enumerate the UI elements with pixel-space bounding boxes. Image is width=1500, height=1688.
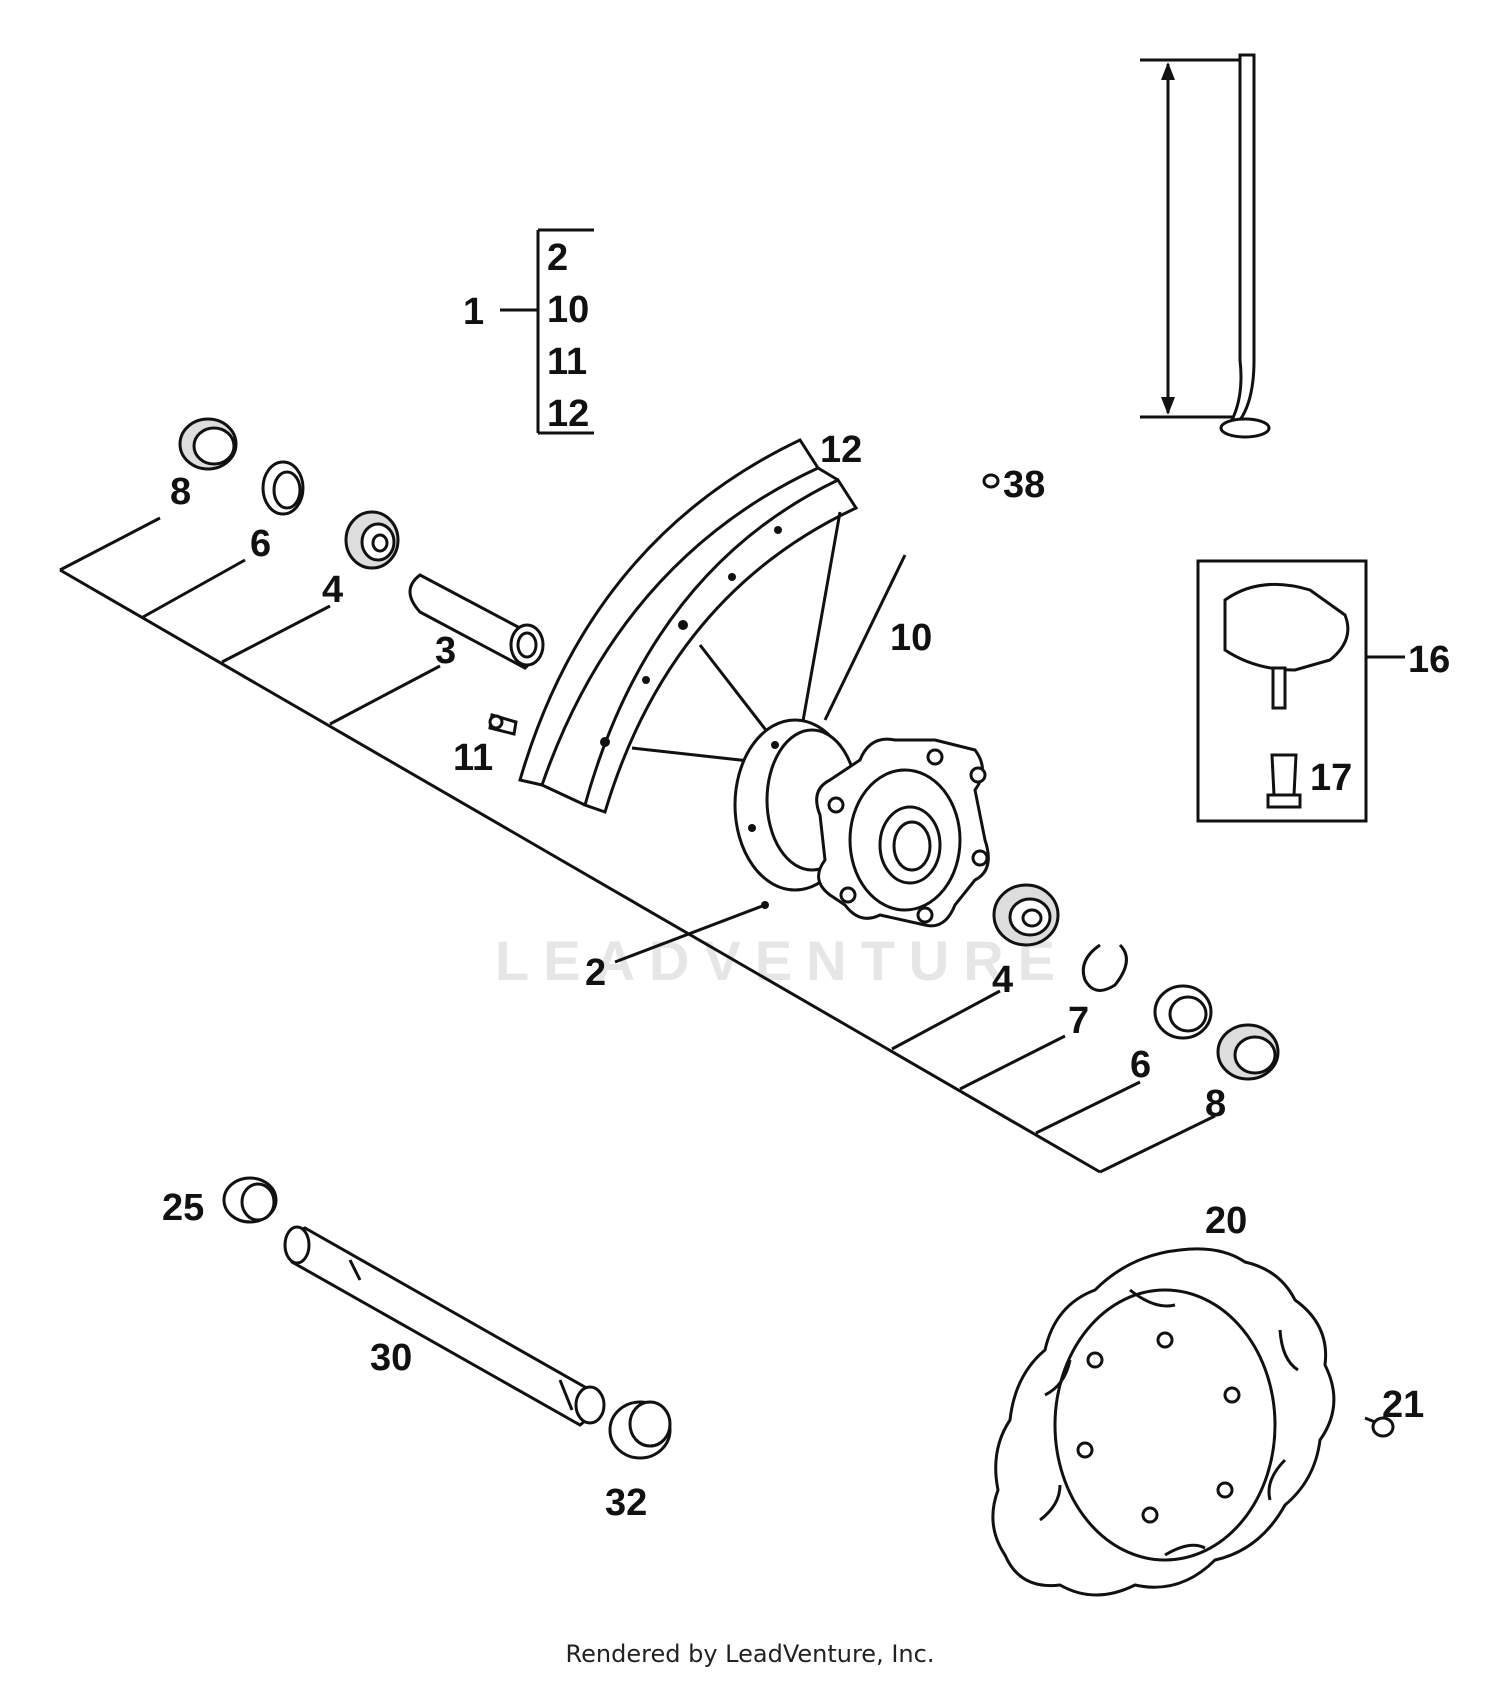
part-7-circlip [1081, 943, 1128, 992]
callout-4-right: 4 [992, 959, 1013, 1001]
callout-21: 21 [1382, 1384, 1424, 1426]
group-item-12: 12 [547, 393, 589, 435]
part-30-axle [283, 1225, 606, 1427]
part-4-right-bearing [992, 883, 1060, 947]
callout-17: 17 [1310, 757, 1352, 799]
callout-38: 38 [1003, 464, 1045, 506]
group-item-11: 11 [547, 341, 587, 383]
part-20-brake-disc [991, 1247, 1336, 1597]
footer-credit: Rendered by LeadVenture, Inc. [565, 1640, 935, 1668]
part-6-left [261, 460, 305, 516]
callout-6-left: 6 [250, 523, 271, 565]
callout-7: 7 [1068, 1000, 1089, 1042]
part-21-bolt [1364, 1416, 1395, 1438]
callout-25: 25 [162, 1187, 204, 1229]
part-11-nipple [488, 713, 518, 736]
part-25-nut [222, 1176, 278, 1224]
callout-16: 16 [1408, 639, 1450, 681]
callout-3: 3 [435, 630, 456, 672]
exploded-axis [59, 516, 1216, 1174]
part-2-hub [614, 718, 990, 964]
callout-labels: 1 2 10 11 12 8 6 4 3 11 12 10 38 16 17 2… [162, 237, 1450, 1524]
callout-8-right: 8 [1205, 1083, 1226, 1125]
callout-30: 30 [370, 1337, 412, 1379]
group-bracket [500, 228, 594, 435]
callout-32: 32 [605, 1482, 647, 1524]
part-16-17-box [1196, 559, 1405, 823]
callout-11: 11 [453, 737, 493, 779]
callout-10: 10 [890, 617, 932, 659]
part-3-spacer [408, 573, 545, 670]
callout-6-right: 6 [1130, 1044, 1151, 1086]
part-4-left-bearing [344, 510, 400, 570]
part-8-left [178, 417, 238, 471]
callout-20: 20 [1205, 1200, 1247, 1242]
part-8-right [1216, 1023, 1280, 1081]
part-6-right [1153, 984, 1213, 1040]
group-item-10: 10 [547, 289, 589, 331]
callout-1: 1 [463, 291, 484, 333]
part-38-plug [982, 473, 1000, 489]
part-32-nut [608, 1400, 672, 1460]
watermark: LEADVENTURE [495, 929, 1069, 992]
callout-4-left: 4 [322, 569, 343, 611]
spoke-length-diagram [1140, 53, 1271, 439]
part-12-rim [518, 438, 859, 814]
group-item-2: 2 [547, 237, 568, 279]
callout-8-left: 8 [170, 471, 191, 513]
callout-12: 12 [820, 429, 862, 471]
callout-2: 2 [585, 952, 606, 994]
